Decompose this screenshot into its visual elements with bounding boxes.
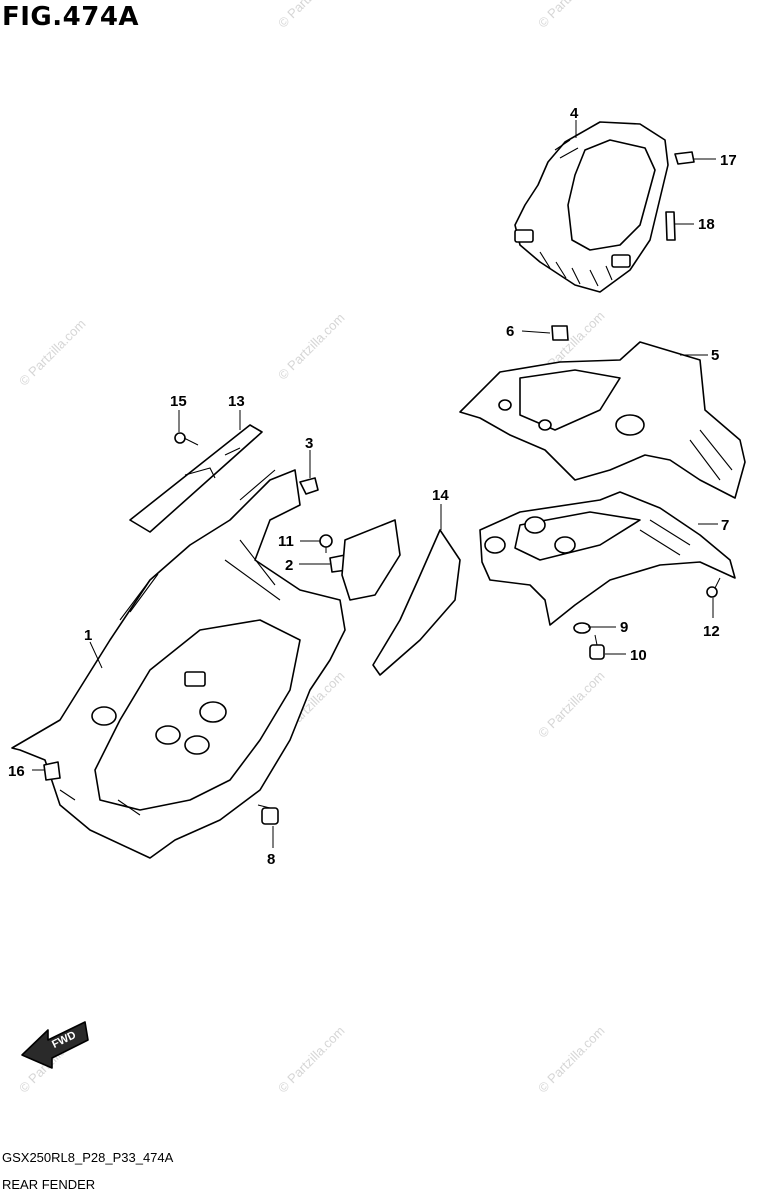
callout-11: 11 <box>278 533 294 550</box>
part-14-side-cover <box>341 519 461 676</box>
callout-9: 9 <box>620 619 628 636</box>
callout-6: 6 <box>506 323 514 340</box>
figure-title: FIG.474A <box>2 2 140 32</box>
fwd-arrow-icon: FWD <box>21 1021 89 1069</box>
part-6-cushion <box>551 325 569 341</box>
part-5-inner-fender <box>459 341 746 499</box>
part-13-rail <box>129 424 263 533</box>
part-8-bolt <box>257 804 279 825</box>
figure-name: REAR FENDER <box>2 1177 96 1192</box>
callout-12: 12 <box>703 623 720 640</box>
part-4-tail-cowl <box>514 121 669 293</box>
part-11-screw <box>319 534 333 553</box>
part-15-bolt <box>174 432 199 446</box>
part-9-washer <box>573 622 591 634</box>
callout-18: 18 <box>698 216 715 233</box>
part-1-rear-fender <box>11 469 346 859</box>
part-3-nut <box>299 477 319 495</box>
callout-13: 13 <box>228 393 245 410</box>
callout-3: 3 <box>305 435 313 452</box>
callout-16: 16 <box>8 763 25 780</box>
callout-14: 14 <box>432 487 449 504</box>
callout-1: 1 <box>84 627 92 644</box>
part-16-clip <box>43 761 61 781</box>
part-18-pad <box>665 211 676 241</box>
leader-lines <box>32 120 718 848</box>
callout-15: 15 <box>170 393 187 410</box>
part-12-screw <box>706 577 721 598</box>
callout-7: 7 <box>721 517 729 534</box>
part-10-bolt <box>589 634 605 660</box>
part-17-cushion <box>674 151 695 165</box>
figure-code: GSX250RL8_P28_P33_474A <box>2 1150 174 1165</box>
callout-8: 8 <box>267 851 275 868</box>
callout-10: 10 <box>630 647 647 664</box>
callout-5: 5 <box>711 347 719 364</box>
callout-4: 4 <box>570 105 579 122</box>
callout-2: 2 <box>285 557 293 574</box>
callout-17: 17 <box>720 152 737 169</box>
part-7-lower-fender <box>479 491 736 626</box>
